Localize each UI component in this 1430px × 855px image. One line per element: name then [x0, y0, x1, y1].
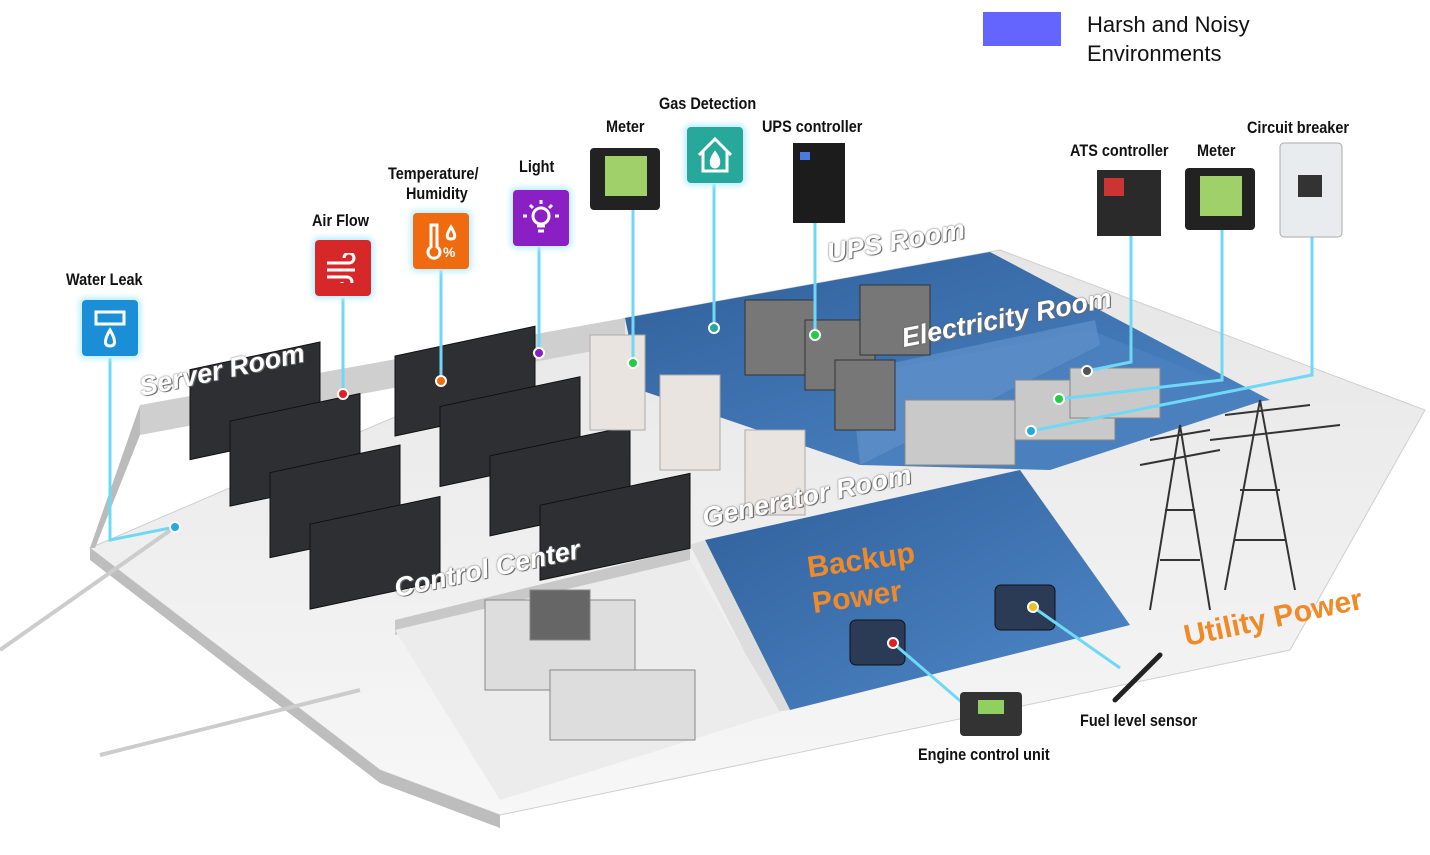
generator-room-wall	[690, 540, 790, 712]
utility-towers	[1139, 399, 1341, 611]
meter-label-2: Meter	[1197, 141, 1236, 160]
floor-slab-edge	[90, 548, 500, 828]
temperature-label: Temperature/	[388, 164, 479, 183]
light-bulb-icon	[513, 190, 569, 246]
meter-label-1: Meter	[606, 117, 645, 136]
control-desks	[484, 589, 696, 741]
humidity-label: Humidity	[406, 184, 468, 203]
sensor-dots	[169, 322, 1093, 649]
ats-controller-label: ATS controller	[1070, 141, 1169, 160]
server-room-side-wall	[90, 405, 140, 548]
legend-swatch	[983, 12, 1061, 46]
air-flow-label: Air Flow	[312, 211, 370, 230]
circuit-breaker-device	[1279, 142, 1343, 238]
light-label: Light	[519, 157, 555, 176]
air-flow-icon	[315, 240, 371, 296]
ups-controller-label: UPS controller	[762, 117, 863, 136]
ups-controller-device	[793, 143, 845, 223]
fuel-level-sensor-label: Fuel level sensor	[1080, 711, 1198, 730]
ats-controller-device	[1097, 170, 1161, 236]
engine-control-unit-label: Engine control unit	[918, 745, 1050, 764]
server-racks	[189, 325, 691, 610]
electrical-cabinets	[589, 334, 806, 516]
generator-room-floor	[705, 470, 1130, 710]
svg-text:%: %	[443, 244, 456, 260]
fuel-level-sensor-device	[1112, 652, 1163, 703]
legend-label: Harsh and Noisy Environments	[1087, 12, 1250, 66]
circuit-breaker-label: Circuit breaker	[1247, 118, 1349, 137]
pipes	[0, 525, 361, 757]
gas-detection-label: Gas Detection	[659, 94, 757, 113]
meter-device-1	[590, 148, 660, 210]
ups-units	[744, 284, 931, 431]
generators	[849, 584, 1056, 666]
temperature-humidity-icon: %	[413, 213, 469, 269]
sensor-connector-lines	[108, 184, 1314, 707]
meter-device-2	[1185, 168, 1255, 230]
water-leak-label: Water Leak	[66, 270, 143, 289]
gas-detection-icon	[687, 127, 743, 183]
water-leak-icon	[82, 300, 138, 356]
engine-control-unit-device	[960, 692, 1022, 736]
